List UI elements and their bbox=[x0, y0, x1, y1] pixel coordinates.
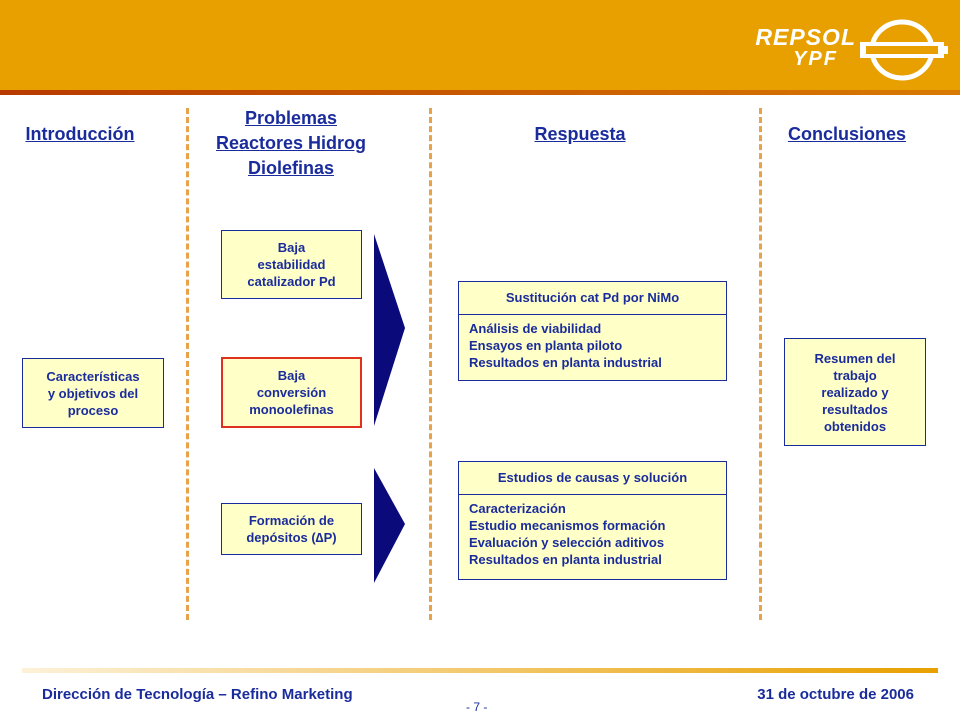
page-number: - 7 - bbox=[466, 700, 488, 714]
response-group-item: Evaluación y selección aditivos bbox=[469, 535, 665, 550]
column-title-problemas-line: Diolefinas bbox=[247, 158, 335, 178]
problem-box-line: Baja bbox=[277, 368, 306, 383]
response-group-sustitucion: Sustitución cat Pd por NiMo Análisis de … bbox=[458, 281, 727, 381]
response-group-item: Resultados en planta industrial bbox=[469, 355, 662, 370]
problem-box-line: estabilidad bbox=[257, 257, 326, 272]
response-group-title: Estudios de causas y solución bbox=[459, 462, 726, 495]
problem-box-line: conversión bbox=[256, 385, 327, 400]
problem-box-depositos: Formación de depósitos (∆P) bbox=[221, 503, 362, 555]
conclusion-box-line: resultados bbox=[822, 401, 888, 417]
response-group-item: Resultados en planta industrial bbox=[469, 552, 662, 567]
response-group-item: Análisis de viabilidad bbox=[469, 321, 602, 336]
problem-box-line: Formación de bbox=[248, 513, 335, 528]
response-group-estudios: Estudios de causas y solución Caracteriz… bbox=[458, 461, 727, 580]
response-group-item: Ensayos en planta piloto bbox=[469, 338, 623, 353]
logo-emblem-icon bbox=[860, 19, 948, 81]
response-group-title: Sustitución cat Pd por NiMo bbox=[459, 282, 726, 315]
footer-department: Dirección de Tecnología – Refino Marketi… bbox=[42, 686, 353, 703]
column-title-conclusiones: Conclusiones bbox=[787, 124, 907, 144]
logo-text-repsol: REPSOL bbox=[755, 24, 856, 50]
column-divider bbox=[759, 108, 762, 620]
problem-box-line: monoolefinas bbox=[249, 402, 334, 417]
conclusion-box: Resumen del trabajo realizado y resultad… bbox=[784, 338, 926, 446]
problem-box-conversion: Baja conversión monoolefinas bbox=[221, 357, 362, 428]
conclusion-box-line: trabajo bbox=[833, 367, 877, 383]
column-divider bbox=[429, 108, 432, 620]
header-accent-line bbox=[0, 90, 960, 95]
logo-text-ypf: YPF bbox=[793, 48, 838, 70]
response-group-item: Caracterización bbox=[469, 501, 566, 516]
header-bar bbox=[0, 0, 960, 90]
column-title-problemas-line: Reactores Hidrog bbox=[215, 133, 367, 153]
intro-box: Características y objetivos del proceso bbox=[22, 358, 164, 428]
chevron-right-arrow-icon bbox=[374, 234, 405, 426]
column-title-respuesta: Respuesta bbox=[534, 124, 626, 144]
column-title-problemas-line: Problemas bbox=[244, 108, 338, 128]
footer-date: 31 de octubre de 2006 bbox=[757, 686, 914, 703]
chevron-right-arrow-icon bbox=[374, 468, 405, 583]
conclusion-box-line: obtenidos bbox=[823, 418, 887, 434]
problem-box-line: depósitos (∆P) bbox=[246, 530, 337, 545]
intro-box-line: proceso bbox=[67, 402, 119, 418]
problem-box-estabilidad: Baja estabilidad catalizador Pd bbox=[221, 230, 362, 299]
intro-box-line: Características bbox=[46, 368, 140, 384]
footer-accent-line bbox=[22, 668, 938, 673]
problem-box-line: catalizador Pd bbox=[247, 274, 336, 289]
column-title-introduccion: Introducción bbox=[25, 124, 135, 144]
problem-box-line: Baja bbox=[277, 240, 306, 255]
column-title-problemas: Problemas Reactores Hidrog Diolefinas bbox=[196, 106, 386, 181]
conclusion-box-line: Resumen del bbox=[814, 350, 896, 366]
column-divider bbox=[186, 108, 189, 620]
conclusion-box-line: realizado y bbox=[821, 384, 889, 400]
intro-box-line: y objetivos del bbox=[47, 385, 139, 401]
repsol-ypf-logo: REPSOL YPF bbox=[748, 14, 953, 84]
response-group-item: Estudio mecanismos formación bbox=[469, 518, 666, 533]
